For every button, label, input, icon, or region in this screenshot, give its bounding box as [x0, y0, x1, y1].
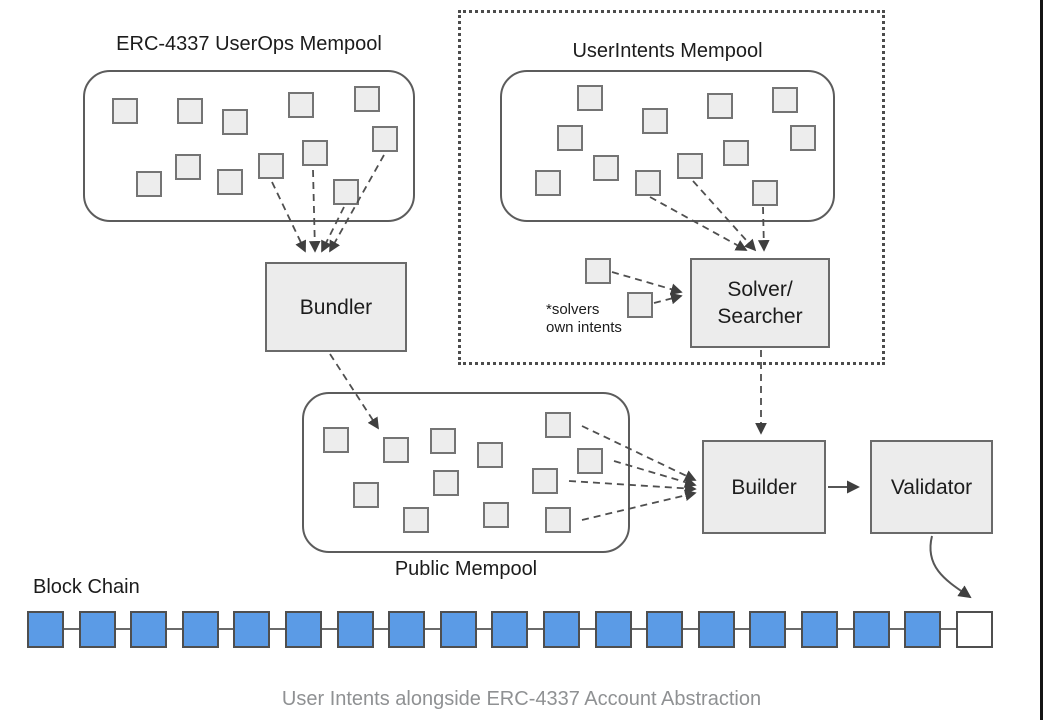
public-square	[532, 468, 558, 494]
block-confirmed	[130, 611, 167, 648]
block-confirmed	[27, 611, 64, 648]
block-confirmed	[388, 611, 425, 648]
validator-box: Validator	[870, 440, 993, 534]
block-confirmed	[646, 611, 683, 648]
userintents-square	[723, 140, 749, 166]
public-square	[577, 448, 603, 474]
block-confirmed	[543, 611, 580, 648]
block-confirmed	[337, 611, 374, 648]
userintents-square	[577, 85, 603, 111]
block-pending	[956, 611, 993, 648]
userops-square	[136, 171, 162, 197]
block-confirmed	[440, 611, 477, 648]
userintents-dotted-container	[458, 10, 885, 365]
userops-square	[112, 98, 138, 124]
userops-square	[372, 126, 398, 152]
block-confirmed	[749, 611, 786, 648]
blockchain-label: Block Chain	[33, 576, 140, 598]
public-square	[383, 437, 409, 463]
bundler-label: Bundler	[299, 295, 373, 319]
block-confirmed	[233, 611, 270, 648]
userintents-square	[593, 155, 619, 181]
solver-searcher-box: Solver/ Searcher	[690, 258, 830, 348]
userintents-square	[557, 125, 583, 151]
diagram-caption: User Intents alongside ERC-4337 Account …	[281, 688, 762, 710]
block-confirmed	[904, 611, 941, 648]
userintents-square	[752, 180, 778, 206]
solver-own-intents-note: *solvers own intents	[546, 301, 622, 337]
public-square	[323, 427, 349, 453]
block-confirmed	[491, 611, 528, 648]
public-square	[430, 428, 456, 454]
solver-label-line2: Searcher	[717, 305, 803, 328]
block-confirmed	[853, 611, 890, 648]
public-square	[545, 412, 571, 438]
userops-square	[175, 154, 201, 180]
userintents-square	[635, 170, 661, 196]
userintents-square	[535, 170, 561, 196]
public-square	[545, 507, 571, 533]
public-square	[477, 442, 503, 468]
bundler-box: Bundler	[265, 262, 407, 352]
userops-square	[354, 86, 380, 112]
validator-label: Validator	[890, 475, 973, 499]
block-confirmed	[79, 611, 116, 648]
screen-edge-line	[1040, 0, 1043, 720]
userops-square	[333, 179, 359, 205]
block-confirmed	[801, 611, 838, 648]
builder-box: Builder	[702, 440, 826, 534]
block-confirmed	[285, 611, 322, 648]
public-square	[353, 482, 379, 508]
userops-square	[217, 169, 243, 195]
public-square	[403, 507, 429, 533]
builder-label: Builder	[731, 475, 797, 499]
userintents-square	[772, 87, 798, 113]
userops-mempool-label: ERC-4337 UserOps Mempool	[116, 33, 382, 55]
block-confirmed	[182, 611, 219, 648]
public-mempool-label: Public Mempool	[394, 558, 538, 580]
userops-square	[258, 153, 284, 179]
userintents-square	[790, 125, 816, 151]
userops-square	[177, 98, 203, 124]
public-square	[483, 502, 509, 528]
userops-square	[288, 92, 314, 118]
validator-to-block-arrow	[929, 535, 972, 599]
solver-note-line2: own intents	[546, 319, 622, 336]
userintents-mempool-label: UserIntents Mempool	[572, 40, 763, 62]
block-confirmed	[595, 611, 632, 648]
userintents-square	[642, 108, 668, 134]
solver-own-intent-square	[627, 292, 653, 318]
block-confirmed	[698, 611, 735, 648]
userops-square	[222, 109, 248, 135]
userintents-square	[677, 153, 703, 179]
userops-square	[302, 140, 328, 166]
solver-label-line1: Solver/	[727, 278, 793, 301]
solver-own-intent-square	[585, 258, 611, 284]
solver-note-line1: *solvers	[546, 301, 600, 318]
public-square	[433, 470, 459, 496]
userops-mempool	[83, 70, 415, 222]
userintents-square	[707, 93, 733, 119]
